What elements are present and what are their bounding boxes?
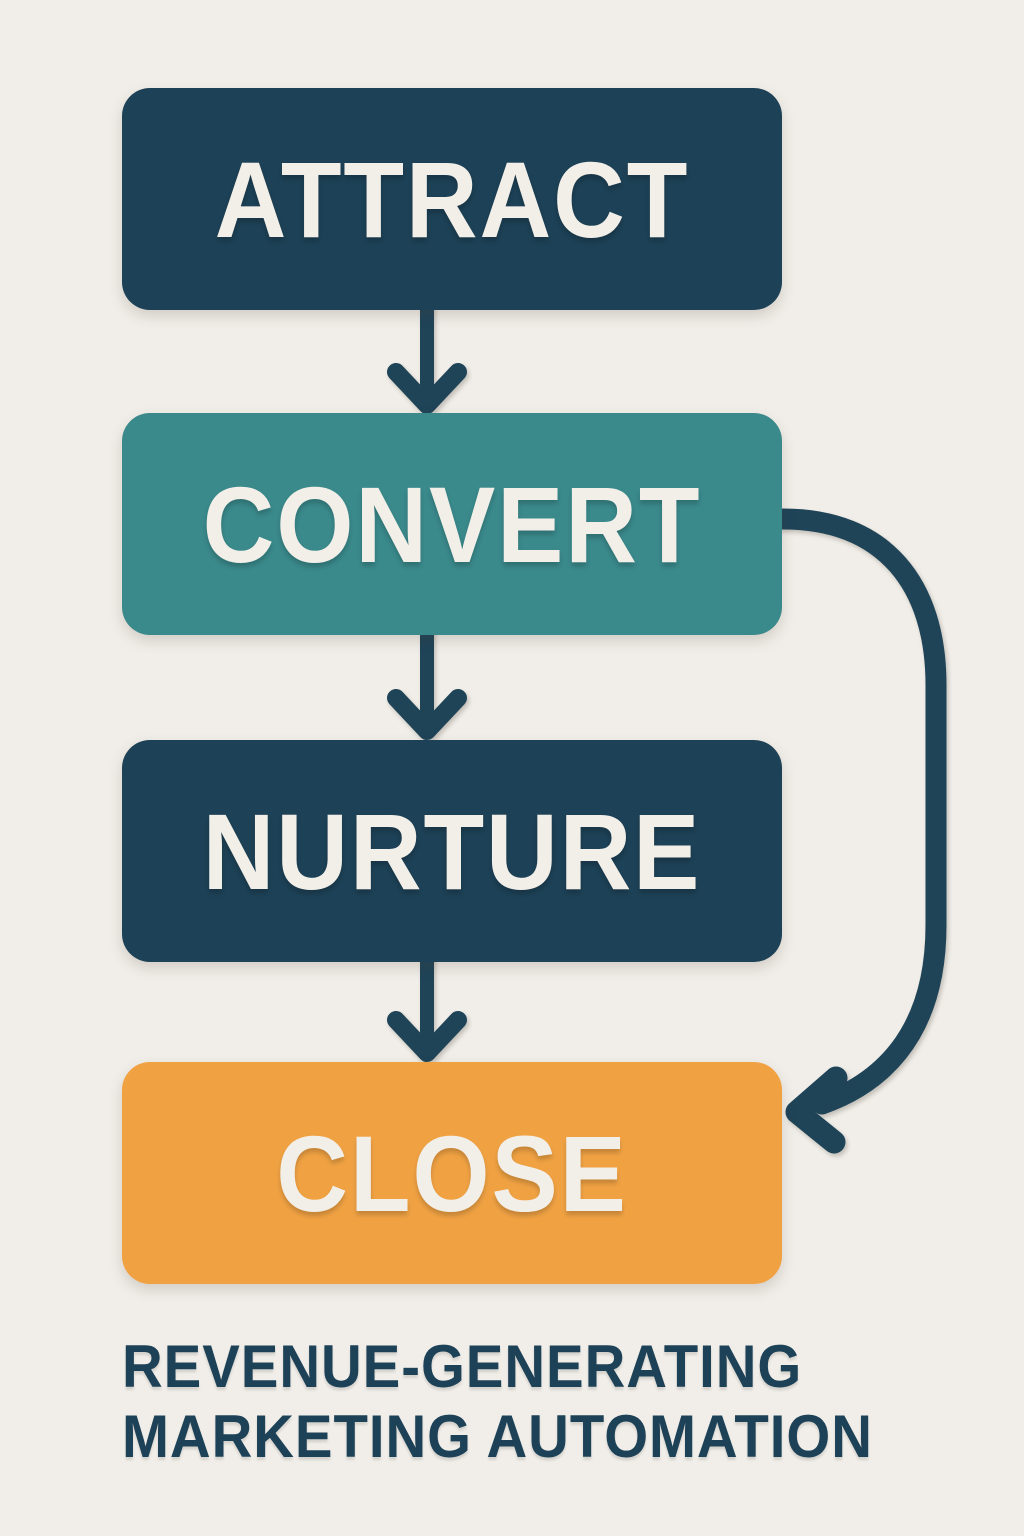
arrow-attract-to-convert — [387, 301, 467, 414]
stage-label-attract: ATTRACT — [214, 138, 690, 260]
stage-box-attract: ATTRACT — [122, 88, 782, 310]
stage-box-close: CLOSE — [122, 1062, 782, 1284]
caption-line-1: REVENUE-GENERATING — [122, 1333, 803, 1400]
stage-label-close: CLOSE — [276, 1112, 628, 1234]
arrow-nurture-to-close — [387, 949, 467, 1062]
caption-line-2: MARKETING AUTOMATION — [122, 1403, 873, 1470]
diagram-caption: REVENUE-GENERATING MARKETING AUTOMATION — [122, 1332, 873, 1472]
stage-box-convert: CONVERT — [122, 413, 782, 635]
stage-label-convert: CONVERT — [202, 463, 702, 585]
arrow-convert-to-nurture — [387, 623, 467, 740]
arrow-convert-to-close-bypass — [772, 508, 947, 1154]
stage-box-nurture: NURTURE — [122, 740, 782, 962]
stage-label-nurture: NURTURE — [202, 790, 702, 912]
